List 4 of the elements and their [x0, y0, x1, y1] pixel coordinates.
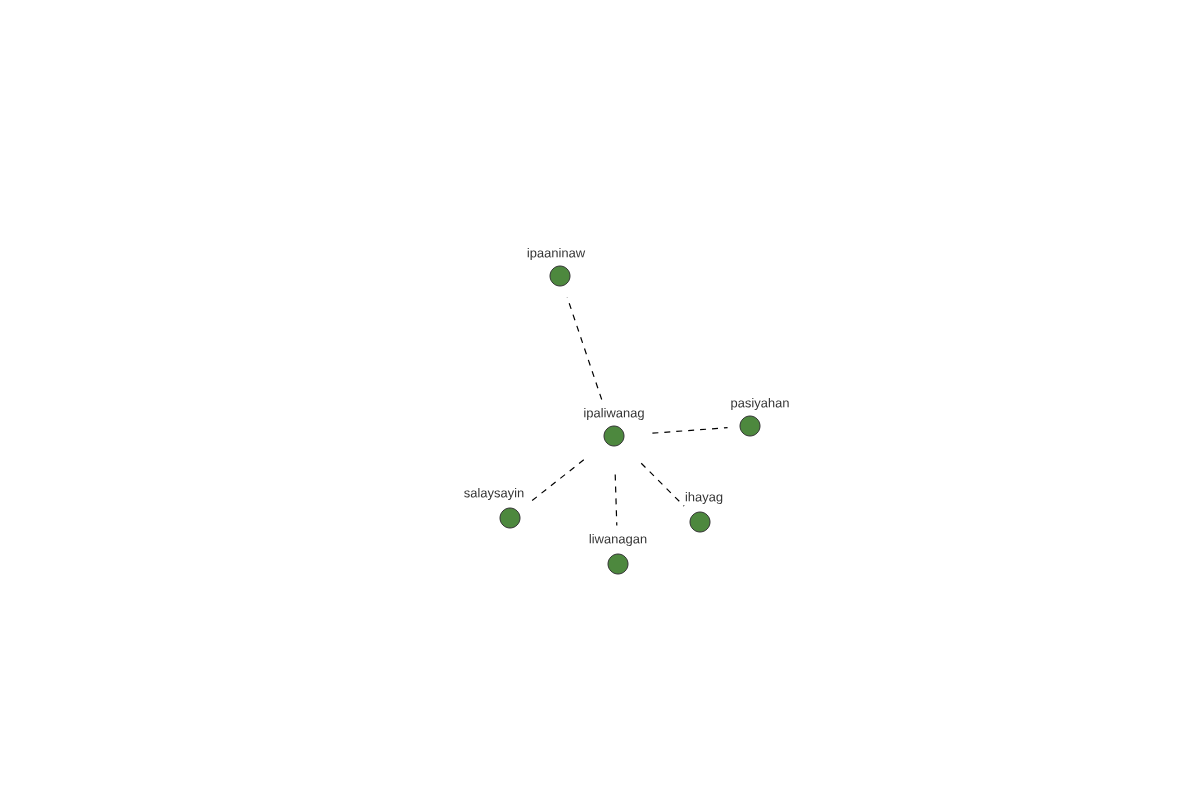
dashed-line [651, 427, 729, 434]
dashed-line [614, 473, 618, 527]
dashed-line [527, 459, 585, 505]
dashed-line [640, 462, 685, 507]
